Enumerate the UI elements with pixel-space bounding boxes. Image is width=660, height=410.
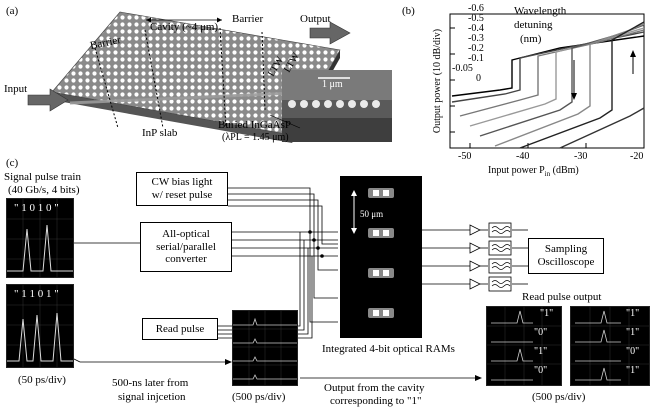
buried-label-2: (λPL = 1.45 μm) [222,132,289,143]
buried-label-1: Buried InGaAsP [218,119,292,131]
serial-parallel-converter-box: All-optical serial/parallel converter [140,222,232,272]
panel-c-label: (c) [6,157,19,169]
ram-caption: Integrated 4-bit optical RAMs [322,343,455,355]
x-tick-0: -50 [458,151,472,162]
legend-unit: (nm) [520,33,542,45]
cw-bias-box: CW bias light w/ reset pulse [136,172,228,206]
scope2-label-1: "1" [626,308,640,319]
x-axis-label-unit: (dBm) [550,165,579,176]
amplifier-icon-2 [469,242,481,254]
input-arrow-icon [27,88,69,112]
detuning-value-6: -0.05 [452,63,473,74]
barrier-divider-1 [94,47,119,129]
read-output-scope-1 [486,306,562,386]
signal-title-2: (40 Gb/s, 4 bits) [8,184,80,196]
output-label: Output [300,13,331,25]
ram-scale-label: 50 μm [360,209,384,219]
filter-icon-1 [488,222,512,238]
x-tick-1: -40 [516,151,530,162]
optical-ram-chip-image [340,176,422,338]
input-label: Input [4,83,28,95]
amplifier-icon-4 [469,278,481,290]
read-pulse-box: Read pulse [142,318,218,340]
curve-02 [469,27,645,127]
x-tick-3: -20 [630,151,644,162]
detuning-value-7: 0 [476,73,481,84]
left-scope-scale: (50 ps/div) [18,374,66,386]
scope1-label-3: "1" [534,346,548,357]
output-text-1: Output from the cavity [324,382,425,394]
scope1-label-4: "0" [534,365,548,376]
curve-01 [459,29,645,117]
detuning-value-5: -0.1 [468,53,484,64]
x-axis-label: Input power Pin (dBm) [488,166,579,178]
later-text-1: 500-ns later from [112,377,189,389]
barrier-divider-3 [219,27,227,129]
panel-a-label: (a) [6,5,19,17]
pattern-1101: " 1 1 0 1 " [14,288,59,300]
detuning-value-0: -0.6 [468,3,484,14]
scope2-label-2: "1" [626,327,640,338]
read-output-scope-2 [570,306,650,386]
signal-scope-1101 [6,284,74,368]
filter-icon-3 [488,258,512,274]
amplifier-icon-3 [469,260,481,272]
amplifier-icon-1 [469,224,481,236]
output-text-2: corresponding to "1" [330,395,422,407]
slab-side [52,92,292,143]
output-arrow-icon [309,21,351,45]
curve-06 [559,107,645,149]
detuning-value-4: -0.2 [468,43,484,54]
filter-icon-2 [488,240,512,256]
photonic-crystal-slab [51,11,341,136]
scope2-label-3: "0" [626,346,640,357]
legend-title-2: detuning [514,19,553,31]
x-axis-label-main: Input power P [488,165,545,176]
plot-frame [449,13,645,149]
x-axis-label-sub: in [544,170,551,178]
curve-05 [519,21,645,149]
sem-scale-label: 1 μm [322,79,343,90]
inp-slab-label: InP slab [142,127,178,139]
detuning-value-1: -0.5 [468,13,484,24]
pattern-1010: " 1 0 1 0 " [14,202,59,214]
detuning-value-2: -0.4 [468,23,484,34]
mid-scope-scale: (500 ps/div) [232,391,286,403]
signal-title-1: Signal pulse train [4,171,81,183]
mid-scope [232,310,298,386]
filter-icon-4 [488,276,512,292]
scope1-label-2: "0" [534,327,548,338]
signal-scope-1010 [6,198,74,278]
read-output-title: Read pulse output [522,291,602,303]
sampling-oscilloscope-box: Sampling Oscilloscope [528,238,604,274]
scope2-label-4: "1" [626,365,640,376]
waveguide-defect [69,90,317,105]
later-text-2: signal injcetion [118,391,186,403]
barrier-divider-2 [144,29,164,129]
scope1-label-1: "1" [540,308,554,319]
barrier-divider-4 [261,31,266,111]
barrier-right-label: Barrier [232,13,264,25]
legend-title-1: Wavelength [514,5,567,17]
right-scope-scale: (500 ps/div) [532,391,586,403]
cavity-label: Cavity (~4 μm) [150,21,219,33]
detuning-value-3: -0.3 [468,33,484,44]
x-tick-2: -30 [574,151,588,162]
panel-b-label: (b) [402,5,415,17]
